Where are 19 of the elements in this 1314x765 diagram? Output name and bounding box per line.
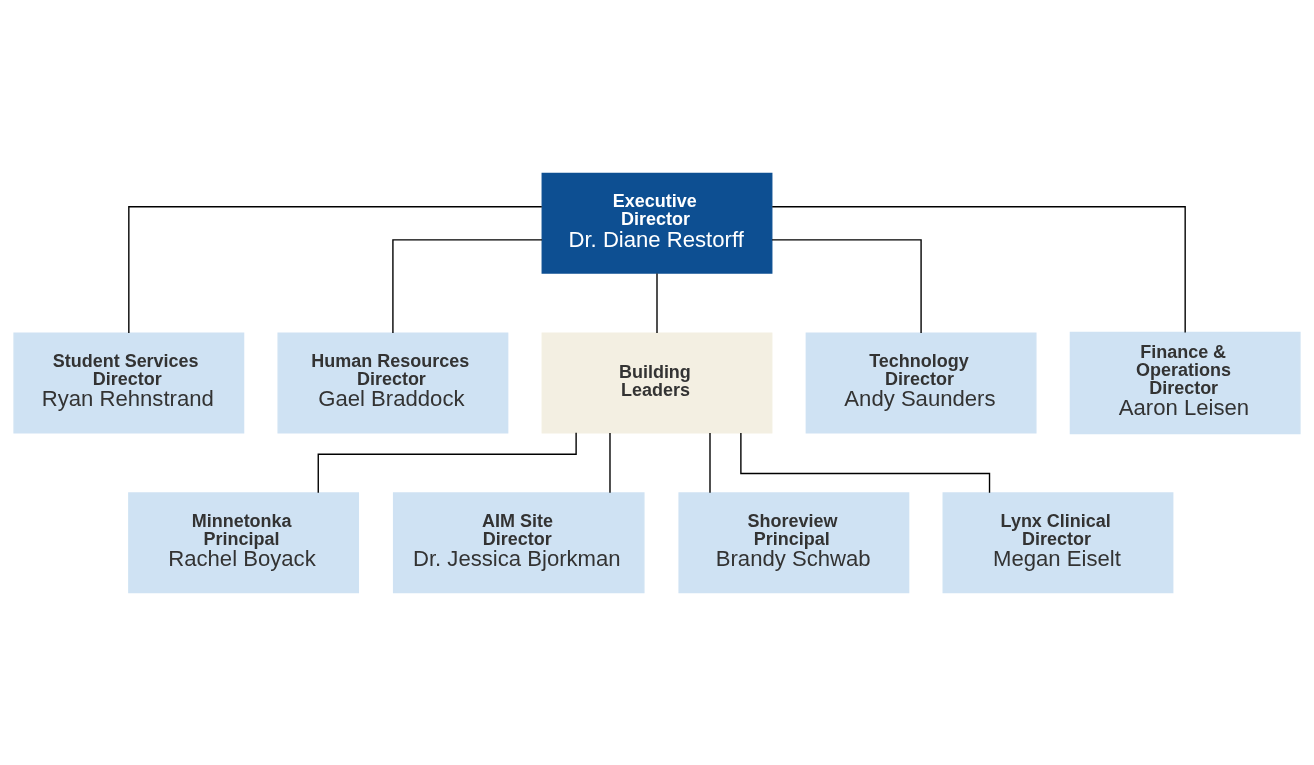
connector — [771, 238, 922, 334]
connector — [609, 431, 611, 493]
node-box: Lynx Clinical Director Megan Eiselt — [942, 491, 1174, 593]
node-box: Finance & Operations Director Aaron Leisen — [1069, 331, 1301, 434]
connector — [740, 431, 991, 493]
node-box: AIM Site Director Dr. Jessica Bjorkman — [392, 491, 645, 593]
node-box: Building Leaders — [541, 332, 773, 433]
connector — [392, 238, 543, 334]
node-box: Shoreview Principal Brandy Schwab — [678, 491, 910, 593]
connector — [771, 205, 1186, 333]
connector — [709, 431, 711, 493]
node-box: Student Services Director Ryan Rehnstrand — [13, 332, 245, 433]
connector — [317, 431, 577, 493]
connector — [128, 205, 543, 334]
node-box: Technology Director Andy Saunders — [805, 332, 1037, 433]
node-box: Minnetonka Principal Rachel Boyack — [128, 491, 360, 593]
connector — [656, 272, 658, 334]
node-box: Executive Director Dr. Diane Restorff — [541, 172, 773, 274]
node-box: Human Resources Director Gael Braddock — [277, 332, 509, 433]
